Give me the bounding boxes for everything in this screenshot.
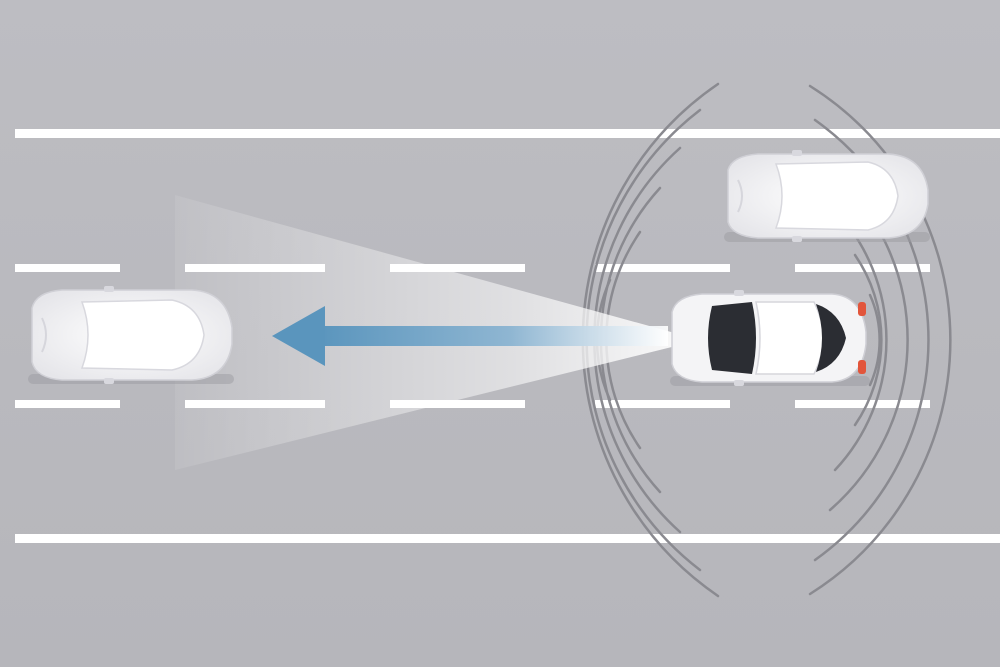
car-icon (28, 286, 234, 384)
direction-arrow-icon (272, 306, 668, 366)
lane-edge-bottom (15, 534, 1000, 543)
car-icon (670, 290, 870, 386)
car-icon (724, 150, 930, 242)
lane-edge-top (15, 129, 1000, 138)
